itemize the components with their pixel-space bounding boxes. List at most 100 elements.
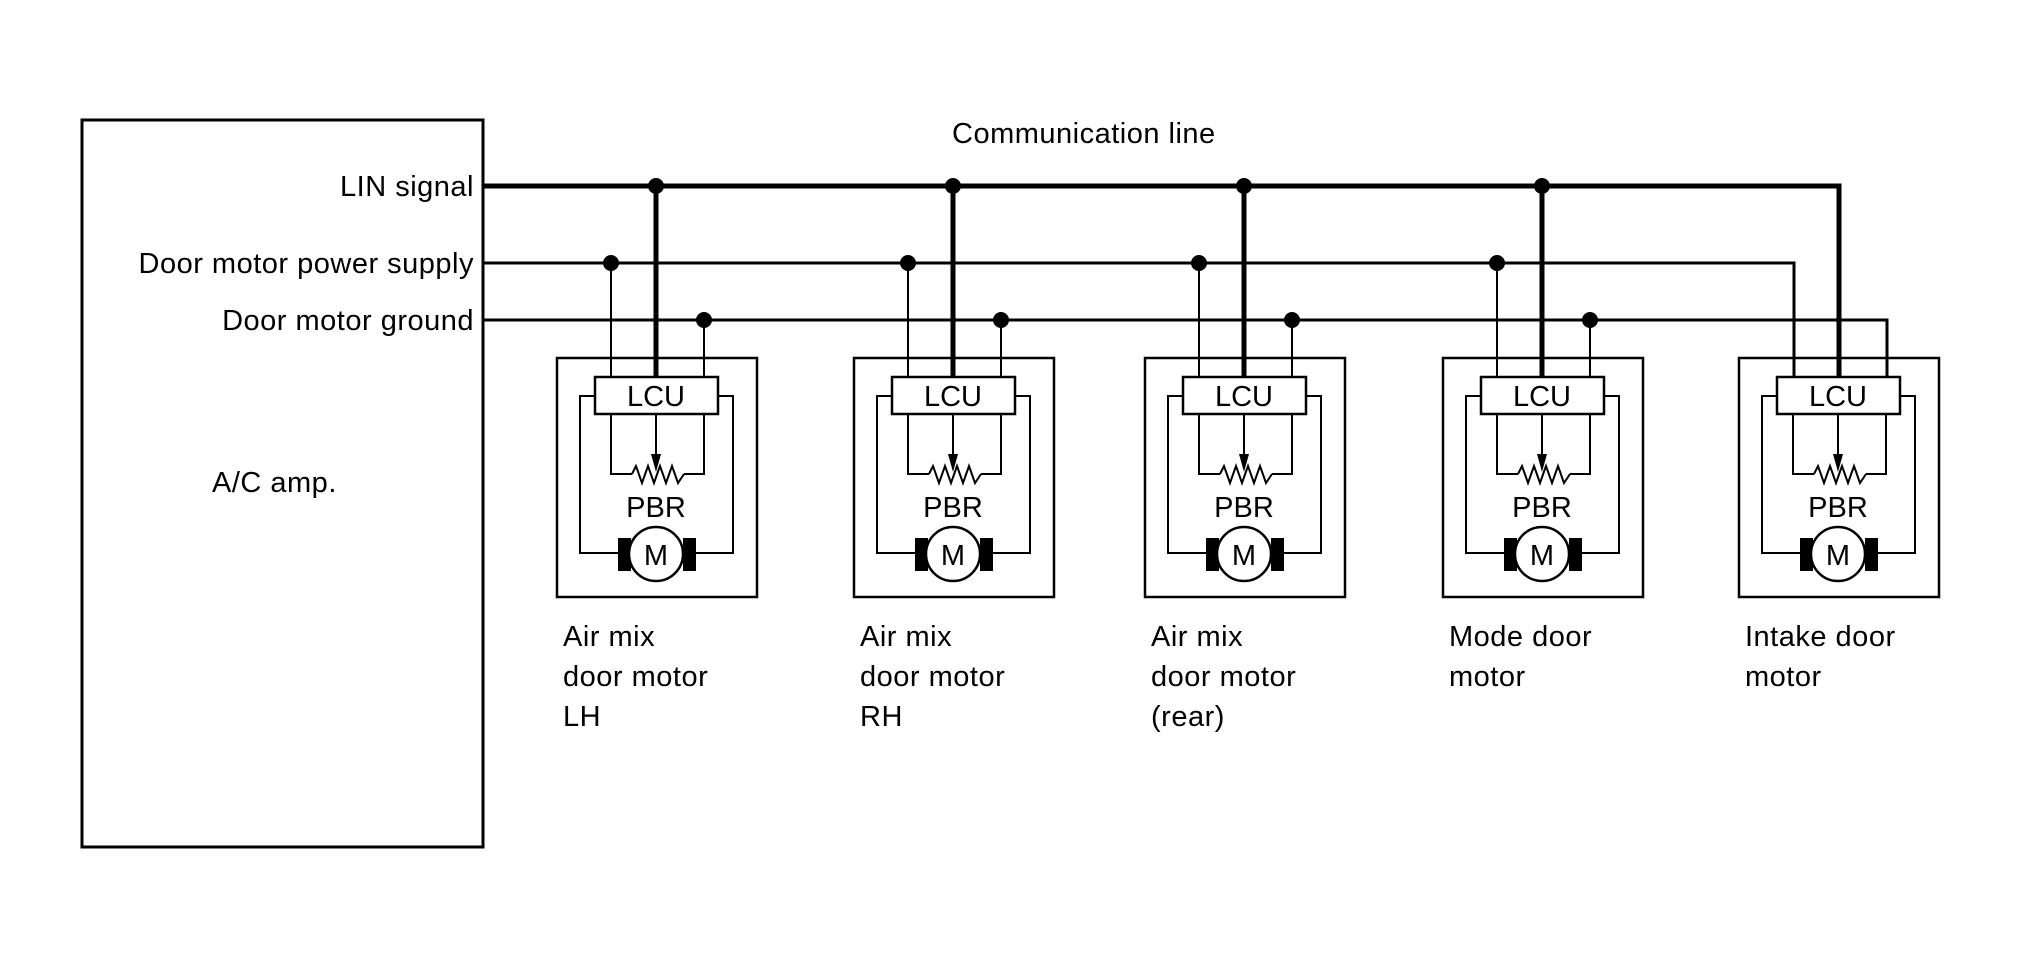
power-junction-dot (1191, 255, 1207, 271)
module-label-line: Air mix (860, 621, 952, 653)
module-intake-door-motor: LCU PBR M Intake door motor (1737, 356, 1941, 693)
motor-wire-right (695, 395, 734, 554)
pbr-resistor-icon (928, 462, 982, 487)
pbr-label: PBR (1808, 492, 1868, 524)
lcu-label: LCU (1513, 381, 1571, 413)
module-label-line: door motor (1151, 661, 1296, 693)
module-label-line: door motor (860, 661, 1005, 693)
motor-wire-right (1877, 395, 1916, 554)
module-air-mix-door-motor-rear: LCU PBR M Air mix door motor (rear) (1143, 178, 1347, 733)
pbr-label: PBR (1512, 492, 1572, 524)
bus-lines (484, 183, 1889, 398)
motor-brush-left (1800, 538, 1813, 571)
pbr-wire-right (1866, 414, 1887, 475)
ground-label: Door motor ground (222, 305, 474, 337)
module-box (555, 356, 759, 599)
module-label-line: motor (1449, 661, 1526, 693)
wiper-arrow-icon (1833, 454, 1843, 472)
lin-signal-bus (484, 183, 1842, 398)
pbr-wire-left (1198, 414, 1220, 475)
motor-icon (627, 525, 685, 583)
ground-junction-dot (993, 312, 1009, 328)
motor-wire-right (1581, 395, 1620, 554)
lin-signal-label: LIN signal (340, 171, 474, 203)
motor-brush-right (1569, 538, 1582, 571)
motor-wire-left (1465, 395, 1504, 554)
motor-wire-left (579, 395, 618, 554)
power-junction-dot (900, 255, 916, 271)
communication-line-label: Communication line (952, 118, 1216, 150)
motor-brush-left (915, 538, 928, 571)
motor-label: M (1232, 540, 1256, 572)
pbr-wire-left (1496, 414, 1518, 475)
power-junction-dot (1489, 255, 1505, 271)
module-box (1441, 356, 1645, 599)
pbr-label: PBR (1214, 492, 1274, 524)
ac-amp-controller: A/C amp. LIN signal Door motor power sup… (80, 118, 485, 849)
motor-brush-right (683, 538, 696, 571)
lin-junction-dot (1236, 178, 1252, 194)
motor-brush-right (1271, 538, 1284, 571)
module-label-line: Air mix (563, 621, 655, 653)
module-label-line: Mode door (1449, 621, 1592, 653)
motor-wire-right (992, 395, 1031, 554)
ground-bus (484, 318, 1889, 378)
motor-icon (1215, 525, 1273, 583)
motor-icon (1809, 525, 1867, 583)
module-label-line: motor (1745, 661, 1822, 693)
lcu-label: LCU (627, 381, 685, 413)
lcu-box (890, 375, 1017, 416)
module-box (852, 356, 1056, 599)
module-label-line: door motor (563, 661, 708, 693)
pbr-label: PBR (923, 492, 983, 524)
pbr-resistor-icon (631, 462, 685, 487)
motor-brush-left (618, 538, 631, 571)
power-supply-label: Door motor power supply (139, 248, 474, 280)
module-label-line: Intake door (1745, 621, 1896, 653)
motor-label: M (941, 540, 965, 572)
pbr-wire-left (610, 414, 632, 475)
module-label-line: RH (860, 701, 903, 733)
motor-label: M (644, 540, 668, 572)
ground-junction-dot (1582, 312, 1598, 328)
motor-label: M (1826, 540, 1850, 572)
module-box (1143, 356, 1347, 599)
module-label-line: LH (563, 701, 601, 733)
lcu-label: LCU (1215, 381, 1273, 413)
ground-junction-dot (1284, 312, 1300, 328)
pbr-resistor-icon (1517, 462, 1571, 487)
ac-amp-box (80, 118, 485, 849)
motor-wire-right (1283, 395, 1322, 554)
motor-brush-right (980, 538, 993, 571)
motor-wire-left (1167, 395, 1206, 554)
lin-junction-dot (945, 178, 961, 194)
wiper-arrow-icon (1537, 454, 1547, 472)
pbr-resistor-icon (1219, 462, 1273, 487)
motor-wire-left (876, 395, 915, 554)
lcu-label: LCU (1809, 381, 1867, 413)
pbr-wire-left (1792, 414, 1814, 475)
wiper-arrow-icon (948, 454, 958, 472)
ac-amp-label: A/C amp. (212, 467, 337, 499)
module-box (1737, 356, 1941, 599)
lcu-label: LCU (924, 381, 982, 413)
power-junction-dot (603, 255, 619, 271)
pbr-wire-right (1272, 414, 1293, 475)
pbr-wire-left (907, 414, 929, 475)
module-label-line: (rear) (1151, 701, 1225, 733)
motor-icon (1513, 525, 1571, 583)
pbr-label: PBR (626, 492, 686, 524)
motor-brush-left (1206, 538, 1219, 571)
motor-icon (924, 525, 982, 583)
motor-wire-left (1761, 395, 1800, 554)
power-supply-bus (484, 261, 1796, 378)
pbr-wire-right (684, 414, 705, 475)
motor-brush-right (1865, 538, 1878, 571)
module-label-line: Air mix (1151, 621, 1243, 653)
ground-junction-dot (696, 312, 712, 328)
